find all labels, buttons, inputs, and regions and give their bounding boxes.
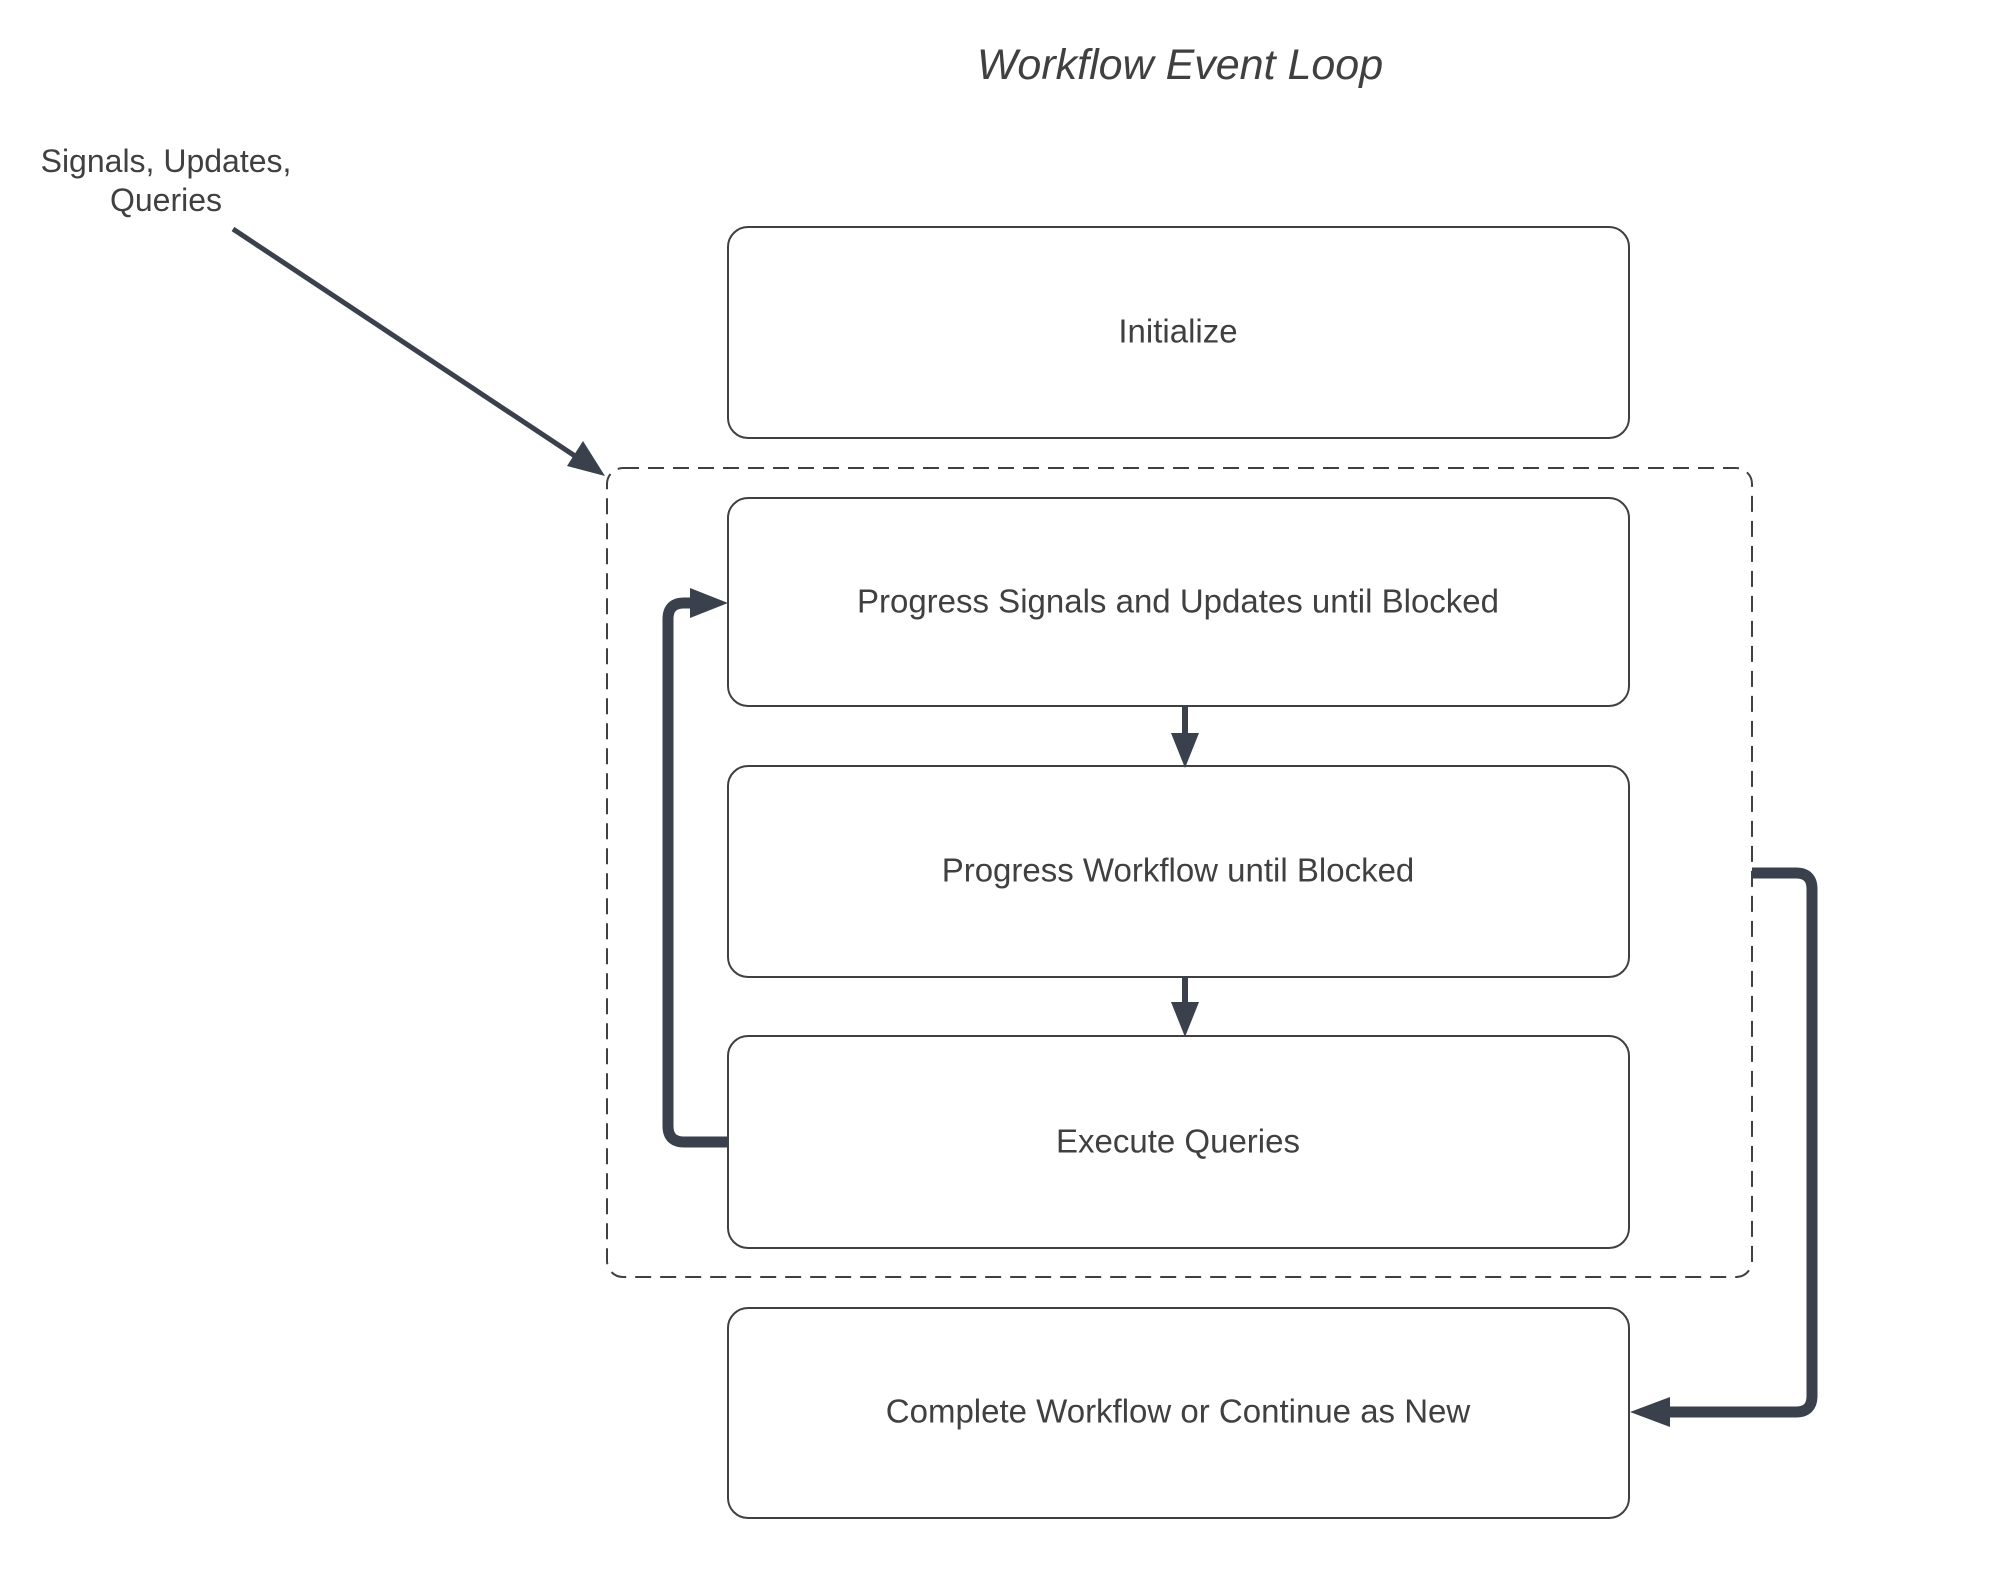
edge-signals-to-loop-arrowhead-icon — [567, 441, 605, 476]
node-complete-workflow-box — [727, 1307, 1630, 1519]
node-initialize-box — [727, 226, 1630, 439]
node-progress-workflow-box — [727, 765, 1630, 978]
node-complete-workflow: Complete Workflow or Continue as New — [727, 1307, 1630, 1519]
edge-loop-to-complete-line — [1668, 867, 1818, 1418]
input-annotation-line2: Queries — [110, 182, 222, 218]
input-annotation: Signals, Updates, Queries — [41, 143, 292, 218]
edge-loop-to-complete-arrowhead-icon — [1630, 1397, 1670, 1427]
edge-workflow-to-queries-arrowhead-icon — [1171, 1002, 1199, 1037]
edge-signals-to-workflow-arrowhead-icon — [1171, 733, 1199, 768]
edge-loop-to-complete — [1630, 867, 1818, 1427]
node-progress-workflow: Progress Workflow until Blocked — [727, 765, 1630, 978]
node-progress-signals-box — [727, 497, 1630, 707]
diagram-title: Workflow Event Loop — [977, 41, 1383, 89]
edge-signals-to-loop — [231, 226, 605, 476]
input-annotation-line1: Signals, Updates, — [41, 143, 292, 179]
edge-workflow-to-queries — [1171, 977, 1199, 1037]
edge-signals-to-loop-line — [231, 226, 580, 461]
node-progress-signals: Progress Signals and Updates until Block… — [727, 497, 1630, 707]
edge-signals-to-workflow — [1171, 706, 1199, 768]
node-execute-queries-label: Execute Queries — [1056, 1123, 1300, 1160]
node-complete-workflow-label: Complete Workflow or Continue as New — [886, 1393, 1471, 1430]
edge-queries-loop-back — [662, 588, 728, 1148]
node-execute-queries: Execute Queries — [727, 1035, 1630, 1249]
node-progress-signals-label: Progress Signals and Updates until Block… — [857, 583, 1499, 620]
node-initialize-label: Initialize — [1118, 313, 1237, 350]
node-initialize: Initialize — [727, 226, 1630, 439]
node-progress-workflow-label: Progress Workflow until Blocked — [942, 852, 1415, 889]
edge-queries-loop-back-line — [662, 597, 728, 1148]
edge-queries-loop-back-arrowhead-icon — [690, 588, 728, 618]
